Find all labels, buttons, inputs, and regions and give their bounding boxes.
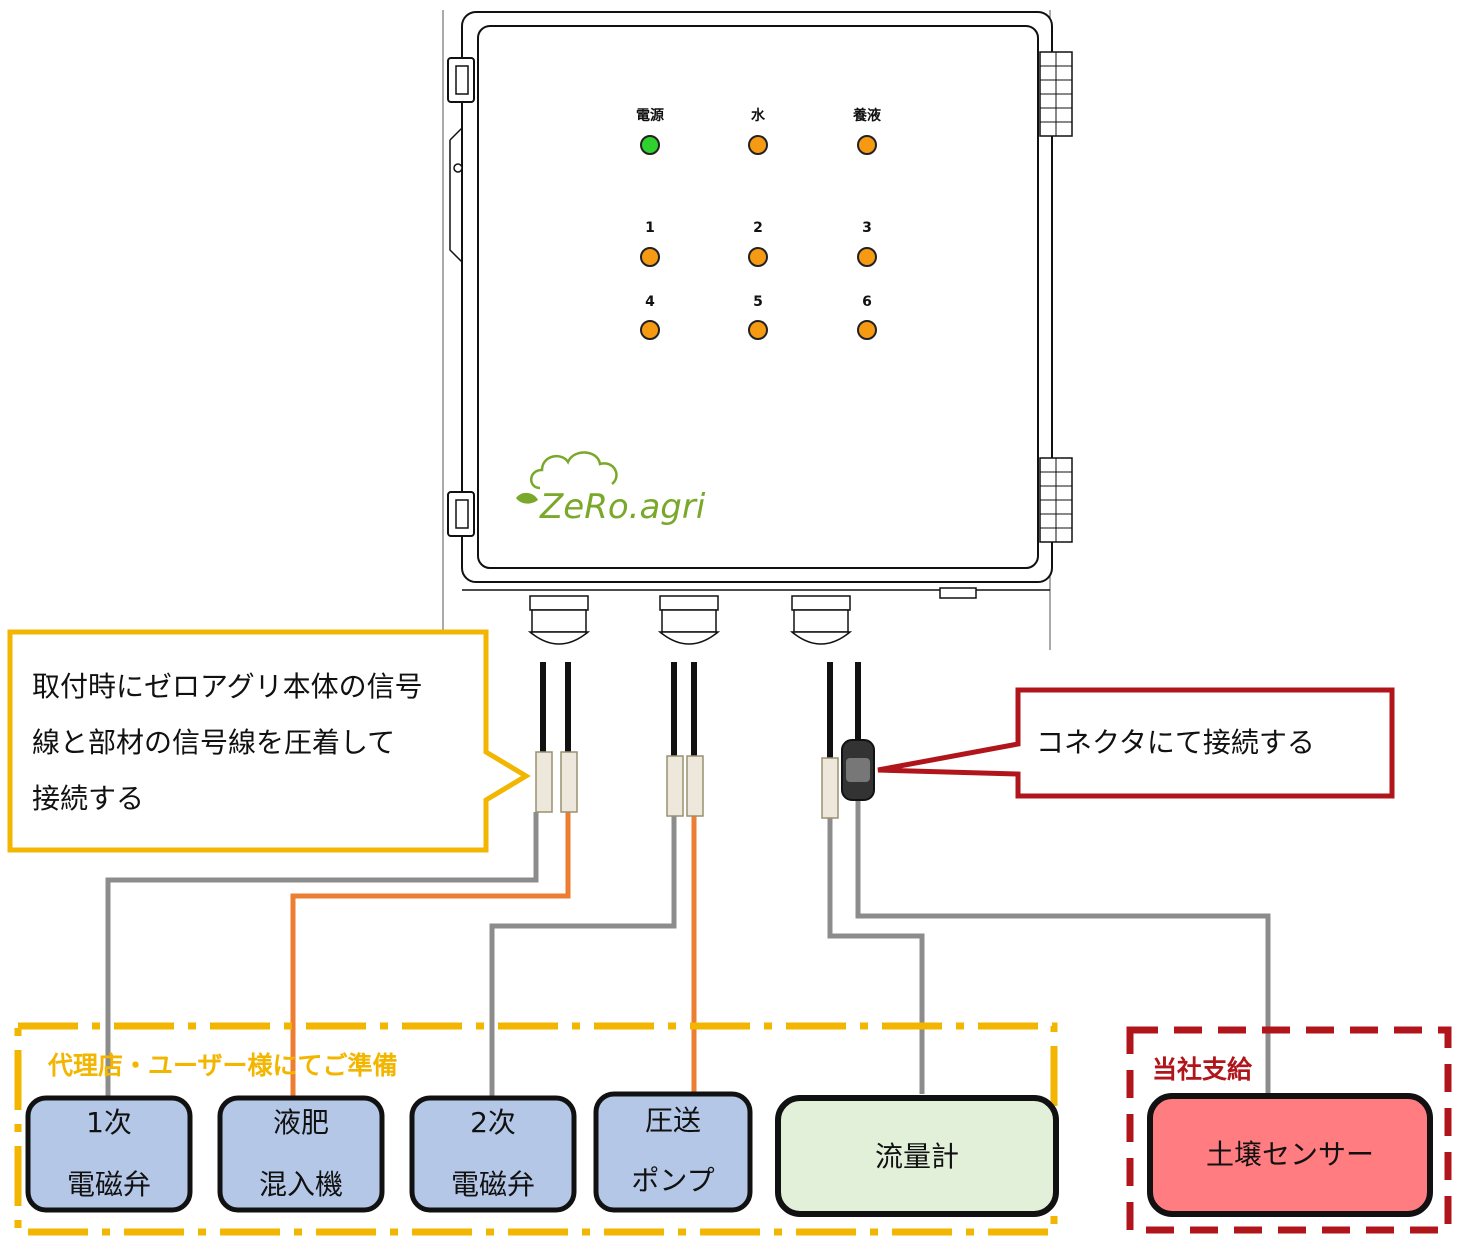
device-valve-2: 2次 電磁弁 xyxy=(409,1095,577,1213)
channel-led xyxy=(640,247,660,267)
device-label: 2次 xyxy=(470,1106,516,1139)
dealer-group-title: 代理店・ユーザー様にてご準備 xyxy=(47,1051,398,1080)
device-label: 液肥 xyxy=(273,1106,329,1139)
led-label: 養液 xyxy=(852,107,882,124)
crimp-note-line: 取付時にゼロアグリ本体の信号 xyxy=(32,670,423,703)
water-led xyxy=(748,135,768,155)
crimp-note-line: 接続する xyxy=(32,782,144,815)
logo-text: ZeRo.agri xyxy=(539,487,706,527)
led-label: 水 xyxy=(751,107,766,124)
crimp-connectors xyxy=(535,751,839,819)
cable-gland-right xyxy=(789,595,853,645)
led-label: 電源 xyxy=(636,107,664,124)
channel-led xyxy=(857,247,877,267)
crimp-note-line: 線と部材の信号線を圧着して xyxy=(32,726,395,759)
crimp-sleeve xyxy=(821,757,839,819)
plug-connector-icon xyxy=(841,739,875,801)
led-label: 3 xyxy=(862,220,872,236)
cloud-icon xyxy=(530,451,618,490)
device-label: ポンプ xyxy=(631,1164,714,1197)
cable-gland-center xyxy=(657,595,721,645)
device-flow-meter: 流量計 xyxy=(775,1095,1059,1217)
signal-wires xyxy=(540,662,861,760)
led-label: 1 xyxy=(645,220,655,236)
controller-box xyxy=(442,10,1073,650)
crimp-sleeve xyxy=(686,755,704,817)
company-group-title: 当社支給 xyxy=(1152,1055,1253,1084)
device-valve-1: 1次 電磁弁 xyxy=(25,1095,193,1213)
device-label: 混入機 xyxy=(259,1168,343,1201)
device-soil-sensor: 土壌センサー xyxy=(1147,1093,1433,1217)
device-fertilizer-mixer: 液肥 混入機 xyxy=(217,1095,385,1213)
power-led xyxy=(640,135,660,155)
device-label: 流量計 xyxy=(875,1140,959,1173)
crimp-callout: 取付時にゼロアグリ本体の信号 線と部材の信号線を圧着して 接続する xyxy=(7,629,531,853)
nutrient-led xyxy=(857,135,877,155)
connector-callout: コネクタにて接続する xyxy=(877,687,1395,799)
cable-gland-left xyxy=(527,595,591,645)
device-label: 圧送 xyxy=(645,1104,701,1137)
channel-led xyxy=(748,320,768,340)
latch-top-icon xyxy=(447,57,475,103)
led-label: 6 xyxy=(862,294,872,310)
company-group: 当社支給 xyxy=(1126,1026,1452,1234)
leaf-icon xyxy=(516,492,538,504)
led-label: 4 xyxy=(645,294,655,310)
channel-led-grid: 1 2 3 4 5 6 xyxy=(640,220,877,340)
gray-wires xyxy=(105,800,1271,1100)
device-label: 土壌センサー xyxy=(1206,1138,1374,1171)
device-pressure-pump: 圧送 ポンプ xyxy=(593,1091,753,1213)
channel-led xyxy=(748,247,768,267)
hinge-top-icon xyxy=(1039,51,1073,137)
led-label: 2 xyxy=(753,220,763,236)
latch-bottom-icon xyxy=(447,491,475,537)
status-led-row: 電源 水 養液 xyxy=(636,107,882,155)
led-label: 5 xyxy=(753,294,763,310)
zero-agri-logo: ZeRo.agri xyxy=(516,451,706,527)
device-label: 電磁弁 xyxy=(451,1168,535,1201)
dealer-group: 代理店・ユーザー様にてご準備 xyxy=(14,1022,1058,1236)
device-label: 1次 xyxy=(86,1106,132,1139)
channel-led xyxy=(640,320,660,340)
device-label: 電磁弁 xyxy=(67,1168,151,1201)
orange-wires xyxy=(290,812,697,1098)
crimp-sleeve xyxy=(666,755,684,817)
channel-led xyxy=(857,320,877,340)
crimp-sleeve xyxy=(535,751,553,813)
hinge-bottom-icon xyxy=(1039,457,1073,543)
crimp-sleeve xyxy=(560,751,578,813)
connector-note: コネクタにて接続する xyxy=(1036,726,1315,759)
